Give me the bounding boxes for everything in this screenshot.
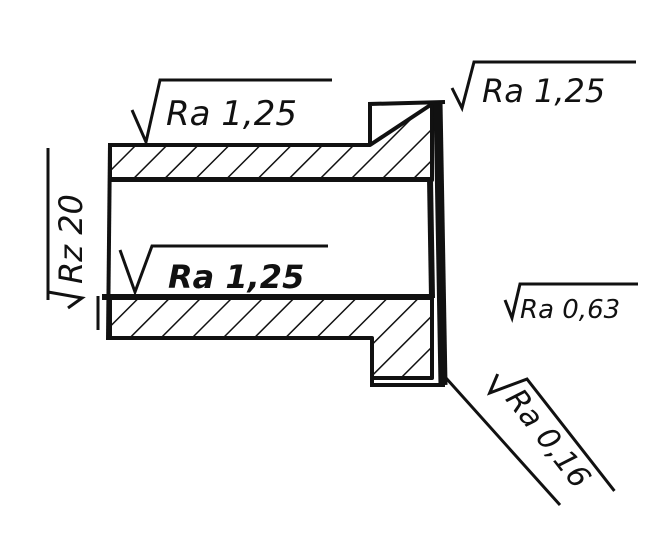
finish-symbol-top-right: Ra 1,25 [450, 60, 636, 113]
finish-label-right-face: Ra 0,63 [520, 295, 620, 325]
flange-bottom-step [370, 338, 445, 387]
finish-label-left-end: Rz 20 [52, 194, 90, 284]
finish-label-bore: Ra 1,25 [168, 258, 304, 296]
finish-symbol-top-outer: Ra 1,25 [130, 78, 332, 147]
finish-symbol-bore: Ra 1,25 [118, 244, 328, 297]
flange-face-inner-line [427, 177, 435, 299]
flange-top-step [368, 100, 446, 145]
chamfer-leader [444, 376, 562, 507]
finish-symbol-right-face: Ra 0,63 [503, 282, 638, 325]
left-end-face [106, 142, 112, 341]
finish-label-top-outer: Ra 1,25 [166, 94, 297, 134]
finish-label-chamfer: Ra 0,16 [498, 382, 597, 495]
finish-symbol-left-end: Rz 20 [46, 148, 90, 310]
flange-face-line [433, 101, 448, 386]
finish-label-top-right: Ra 1,25 [482, 72, 605, 110]
lower-wall-section [108, 295, 434, 380]
